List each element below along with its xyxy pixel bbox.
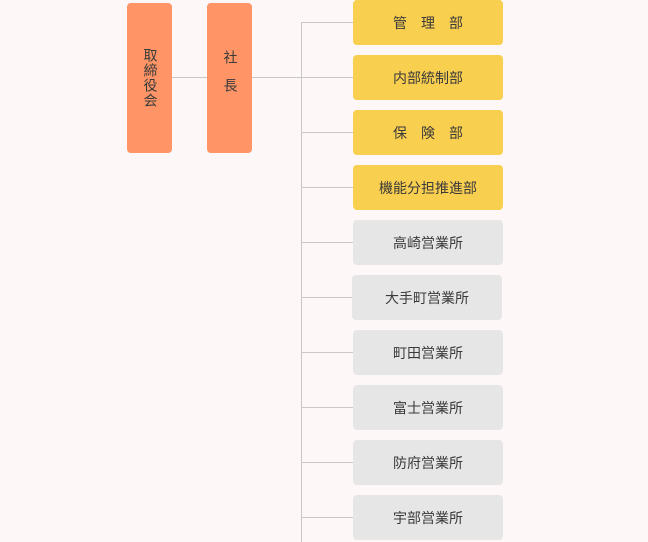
office-label: 防府営業所 [393, 455, 463, 472]
office-box: 防府営業所 [353, 440, 503, 485]
department-label: 機能分担推進部 [379, 180, 477, 197]
department-box: 機能分担推進部 [353, 165, 503, 210]
branch-connector [301, 132, 353, 133]
office-label: 宇部営業所 [393, 510, 463, 527]
office-box: 町田営業所 [353, 330, 503, 375]
branch-connector [301, 407, 353, 408]
office-label: 富士営業所 [393, 400, 463, 417]
department-box: 保 険 部 [353, 110, 503, 155]
department-box: 管 理 部 [353, 0, 503, 45]
office-box: 大手町営業所 [352, 275, 502, 320]
branch-connector [301, 242, 353, 243]
office-label: 町田営業所 [393, 345, 463, 362]
office-box: 富士営業所 [353, 385, 503, 430]
board-label: 取締役会 [141, 48, 158, 108]
branch-connector [301, 352, 353, 353]
president-box: 社長 [207, 3, 252, 153]
branch-connector [301, 187, 353, 188]
department-label: 内部統制部 [393, 70, 463, 87]
branch-connector [301, 297, 353, 298]
office-box: 高崎営業所 [353, 220, 503, 265]
department-box: 内部統制部 [353, 55, 503, 100]
president-trunk-connector [252, 77, 302, 78]
vertical-trunk [301, 22, 302, 542]
branch-connector [301, 517, 353, 518]
branch-connector [301, 77, 353, 78]
board-president-connector [172, 77, 207, 78]
branch-connector [301, 462, 353, 463]
president-label: 社長 [221, 50, 238, 106]
department-label: 管 理 部 [393, 15, 463, 32]
branch-connector [301, 22, 353, 23]
board-box: 取締役会 [127, 3, 172, 153]
department-label: 保 険 部 [393, 125, 463, 142]
office-label: 高崎営業所 [393, 235, 463, 252]
office-label: 大手町営業所 [385, 290, 469, 307]
office-box: 宇部営業所 [353, 495, 503, 540]
